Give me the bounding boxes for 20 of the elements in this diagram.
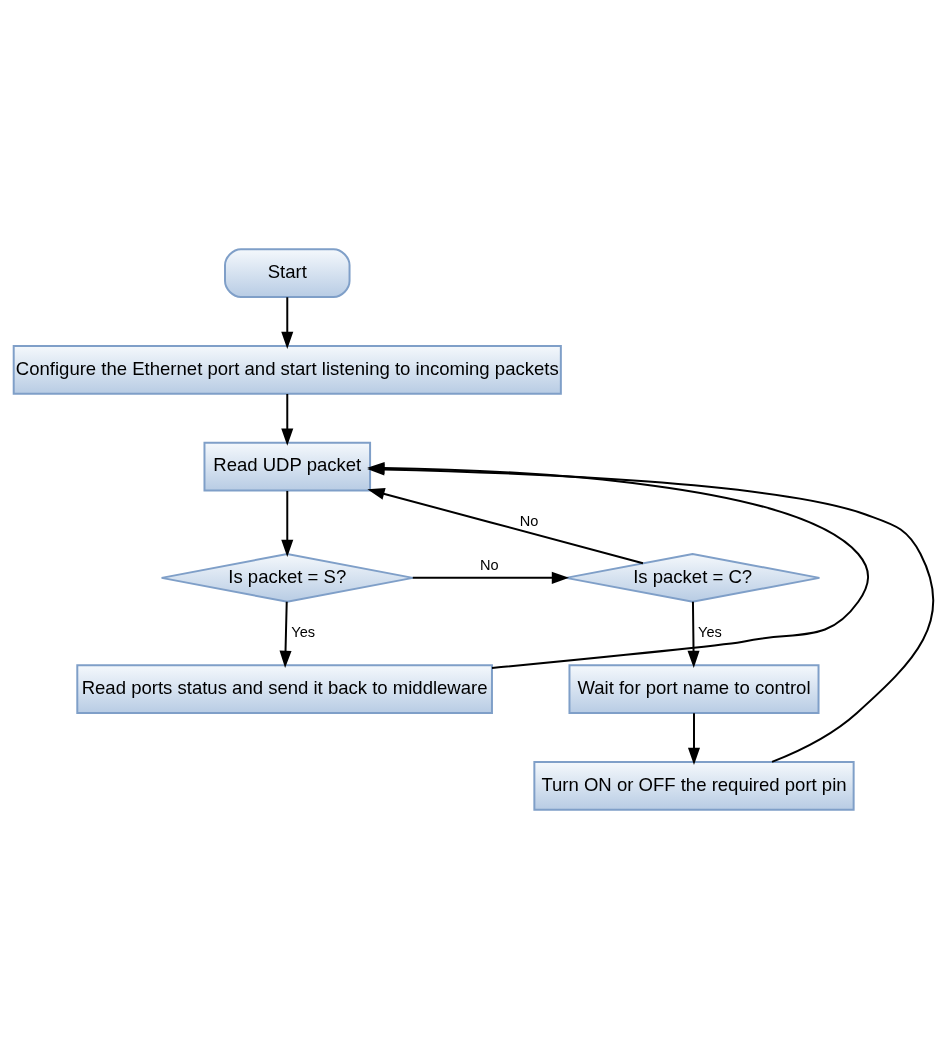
arrow (281, 489, 294, 557)
edge-label: Yes (698, 624, 722, 641)
arrow (279, 600, 292, 668)
arrow (281, 296, 294, 349)
node-box: Start (224, 248, 351, 298)
arrow (367, 488, 644, 565)
node-box: Read UDP packet (203, 441, 372, 492)
node-diamond: Is packet = S? (160, 553, 414, 603)
node-box: Configure the Ethernet port and start listening to incoming packets (12, 345, 562, 395)
node-box: Turn ON or OFF the required port pin (533, 761, 855, 811)
edge-label: Yes (291, 624, 316, 641)
arrow (281, 392, 294, 446)
node-box: Read ports status and send it back to middleware (76, 664, 493, 714)
edge-label: No (519, 512, 539, 529)
edge-label: No (480, 556, 499, 573)
node-box: Wait for port name to control (568, 664, 820, 714)
node-diamond: Is packet = C? (564, 553, 821, 603)
arrow (687, 600, 700, 668)
arrow (411, 571, 570, 584)
arrow (687, 712, 701, 765)
